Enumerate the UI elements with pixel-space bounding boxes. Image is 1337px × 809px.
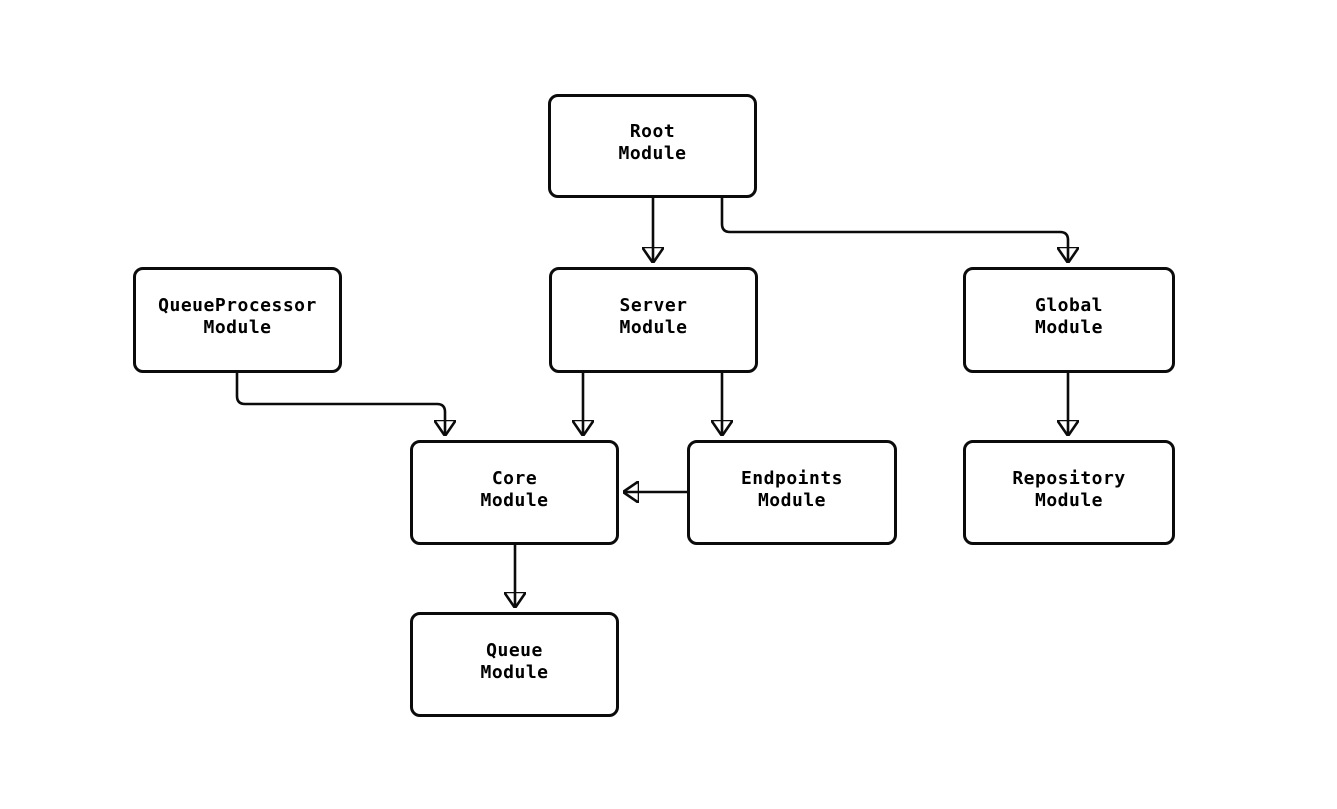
node-endpoints-module: Endpoints Module <box>687 440 897 545</box>
edge-root-to-global <box>720 198 1068 263</box>
node-queueprocessor-module: QueueProcessor Module <box>133 267 342 373</box>
node-server-module-label: Server Module <box>619 295 688 338</box>
node-queue-module-label: Queue Module <box>480 639 549 683</box>
node-root-module-label: Root Module <box>618 121 687 164</box>
node-global-module-label: Global Module <box>1034 295 1104 338</box>
node-core-module-label: Core Module <box>480 467 549 511</box>
node-global-module: Global Module <box>963 267 1175 373</box>
node-endpoints-module-label: Endpoints Module <box>740 467 844 511</box>
node-root-module: Root Module <box>548 94 757 198</box>
node-queue-module: Queue Module <box>410 612 619 717</box>
edge-queueprocessor-to-core <box>235 373 445 436</box>
node-core-module: Core Module <box>410 440 619 545</box>
node-repository-module: Repository Module <box>963 440 1175 545</box>
node-server-module: Server Module <box>549 267 758 373</box>
node-repository-module-label: Repository Module <box>1012 467 1126 511</box>
node-queueprocessor-module-label: QueueProcessor Module <box>158 295 317 338</box>
